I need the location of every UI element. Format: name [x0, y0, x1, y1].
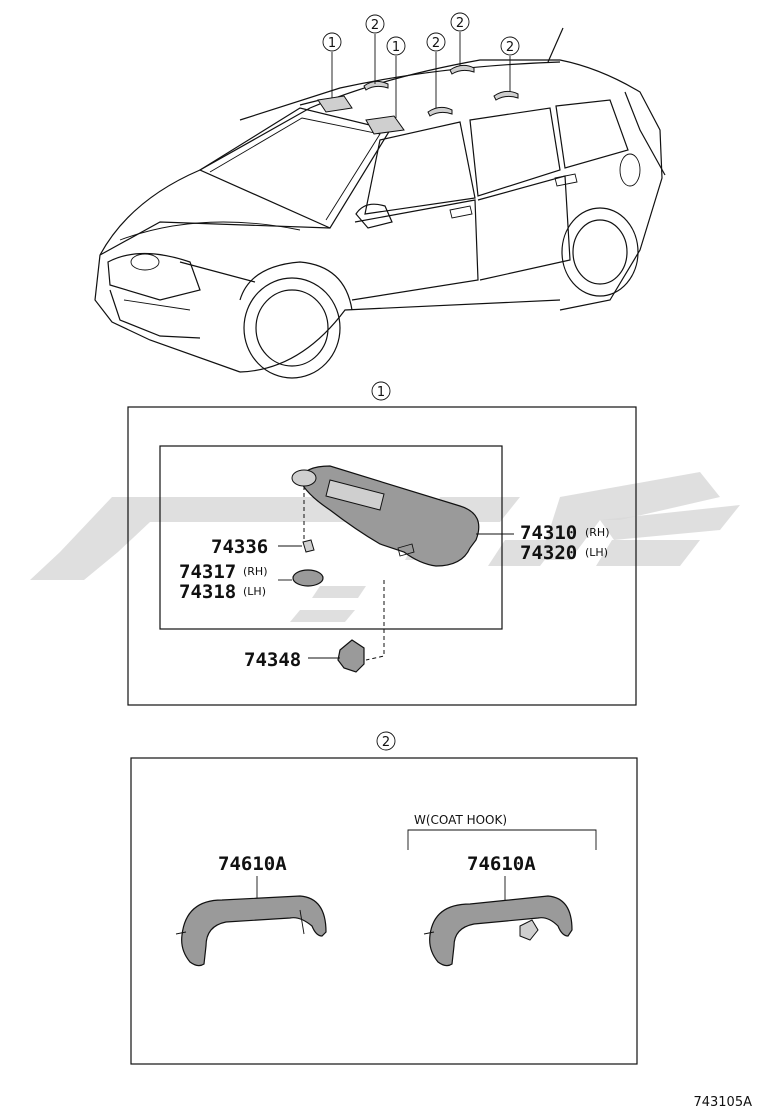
section-1-header: 1 [371, 381, 391, 401]
callout-1a: 1 [322, 32, 342, 52]
part-number-74348: 74348 [244, 649, 301, 671]
part-number-74310: 74310 [520, 522, 577, 544]
callout-label: 2 [506, 40, 514, 55]
section-1-inner-frame [159, 445, 503, 630]
callout-label: 2 [456, 16, 464, 31]
callout-2c: 2 [450, 12, 470, 32]
part-variant-rh: (RH) [243, 565, 268, 578]
part-variant-rh: (RH) [585, 526, 610, 539]
coat-hook [519, 919, 539, 941]
section-2-frame [130, 757, 638, 1065]
callout-2d: 2 [500, 36, 520, 56]
callout-1b: 1 [386, 36, 406, 56]
part-number-74336: 74336 [211, 536, 268, 558]
assist-grip-right [423, 895, 573, 967]
section-2-number: 2 [382, 735, 390, 750]
part-variant-lh: (LH) [243, 585, 266, 598]
callout-label: 2 [371, 18, 379, 33]
roof-grip-2 [427, 106, 453, 117]
callout-label: 2 [432, 36, 440, 51]
callout-label: 1 [328, 36, 336, 51]
callout-2b: 2 [426, 32, 446, 52]
part-variant-lh: (LH) [585, 546, 608, 559]
callout-2a: 2 [365, 14, 385, 34]
roof-grip-1 [363, 80, 389, 91]
roof-visor-right [365, 115, 405, 135]
sun-visor-illustration [291, 465, 480, 567]
assist-grip-left [175, 895, 327, 967]
roof-visor-left [317, 95, 353, 113]
section-2-header: 2 [376, 731, 396, 751]
visor-holder-74348 [337, 639, 365, 673]
section-1-number: 1 [377, 385, 385, 400]
part-number-74610A-left: 74610A [218, 853, 287, 875]
car-overview-illustration [94, 27, 666, 379]
vanity-mirror [325, 479, 385, 511]
section-1-frame [127, 406, 637, 706]
part-number-74610A-right: 74610A [467, 853, 536, 875]
part-number-74318: 74318 [179, 581, 236, 603]
diagram-code: 743105A [693, 1095, 752, 1110]
visor-clip-74336 [302, 539, 315, 553]
roof-grip-4 [493, 90, 519, 101]
part-number-74317: 74317 [179, 561, 236, 583]
visor-pad [292, 569, 324, 587]
coat-hook-note: W(COAT HOOK) [414, 813, 507, 827]
part-number-74320: 74320 [520, 542, 577, 564]
callout-label: 1 [392, 40, 400, 55]
coat-hook-bracket [407, 829, 597, 850]
roof-grip-3 [449, 64, 475, 75]
visor-pivot [291, 469, 317, 487]
